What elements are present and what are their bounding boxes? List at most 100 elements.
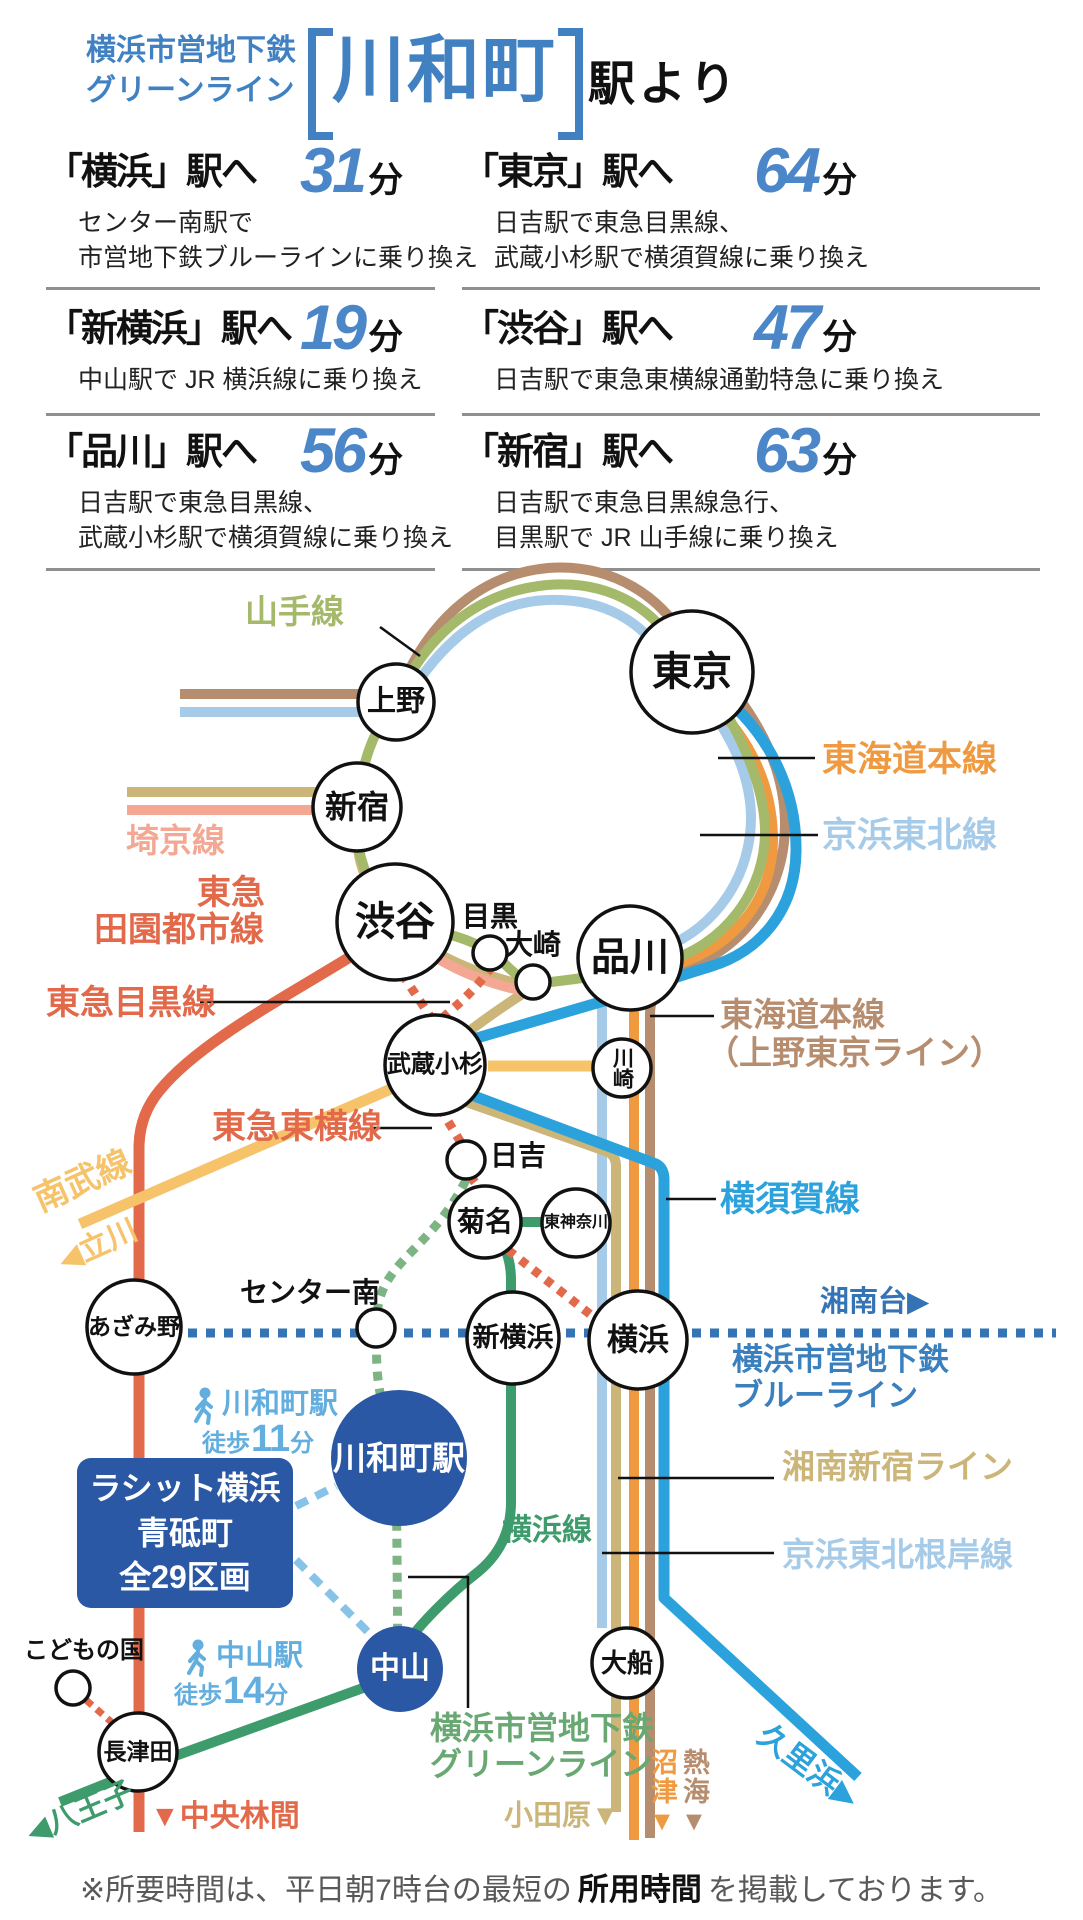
station-circle-ueno (356, 662, 436, 742)
walk-connector-nakayama (293, 1557, 375, 1639)
station-label-shinjuku: 新宿 (324, 789, 390, 825)
line-label-tokyu-meguro: 東急目黒線 (46, 984, 216, 1022)
walk-prefix: 徒歩 (174, 1682, 222, 1709)
walk-label-nakayama-station: 中山駅 (216, 1640, 304, 1672)
dest-title: 「品川」駅へ (46, 431, 258, 472)
station-circle-musashikosugi (383, 1013, 487, 1117)
dest-title: 「新宿」駅へ (462, 431, 674, 472)
station-label-tokyo: 東京 (652, 650, 732, 694)
dest-title: 「東京」駅へ (462, 151, 674, 192)
minutes-unit: 分 (368, 441, 404, 480)
travel-minutes: 31 分 (300, 140, 403, 203)
station-label-meguro: 目黒 (462, 901, 519, 932)
station-circle-kawasaki (591, 1037, 653, 1099)
station-label-kikuna: 菊名 (456, 1206, 514, 1237)
walk-minutes: 14 (223, 1670, 264, 1712)
header-line-name-1: 横浜市営地下鉄 (86, 34, 296, 67)
divider (462, 413, 1040, 416)
line-label-yokohama-line: 横浜線 (502, 1514, 592, 1547)
station-label-shinyokohama: 新横浜 (472, 1322, 554, 1353)
line-label-keihin-tohoku: 京浜東北線 (822, 816, 998, 855)
station-label-kawawacho: 川和町駅 (333, 1439, 465, 1477)
dest-title: 「新横浜」駅へ (46, 308, 293, 349)
transfer-note: 中山駅で JR 横浜線に乗り換え (78, 366, 423, 394)
station-circle-kodomonokuni (54, 1669, 92, 1707)
transfer-note: 日吉駅で東急東横線通勤特急に乗り換え (494, 366, 945, 394)
station-label-osaki: 大崎 (505, 929, 562, 960)
footer-note: ※所要時間は、平日朝7時台の最短の 所用時間 を掲載しております。 (80, 1864, 1003, 1909)
transfer-note: 武蔵小杉駅で横須賀線に乗り換え (494, 244, 870, 272)
minutes-unit: 分 (368, 318, 404, 357)
station-circle-meguro (471, 934, 509, 972)
footer-suffix: を掲載しております。 (707, 1874, 1004, 1907)
station-label-azamino: あざみ野 (88, 1313, 180, 1340)
minutes-value: 31 (300, 136, 367, 206)
station-circle-nagatsuta (97, 1711, 179, 1793)
walking-person-icon (194, 1387, 213, 1425)
minutes-unit: 分 (822, 318, 858, 357)
walk-minutes: 11 (251, 1418, 290, 1460)
station-circle-tokyo (629, 609, 755, 735)
toyoko-line-dotted (398, 971, 603, 1326)
minutes-unit: 分 (822, 441, 858, 480)
minutes-value: 56 (300, 416, 367, 486)
travel-minutes: 63 分 (754, 420, 857, 483)
station-label-shinagawa: 品川 (590, 936, 670, 980)
line-label-denentoshi-2: 田園都市線 (94, 911, 264, 949)
walk-label-kawawacho-time: 徒歩 11 分 (202, 1418, 314, 1461)
minutes-value: 19 (300, 293, 367, 363)
label-pointers (200, 625, 818, 1708)
station-label-ueno: 上野 (366, 685, 426, 718)
dir-label-chuorinkan: ▼中央林間 (150, 1800, 300, 1833)
line-label-ueno-tokyo-1: 東海道本線 (720, 996, 885, 1033)
station-circle-kikuna (447, 1184, 523, 1260)
divider (46, 413, 435, 416)
bracket-right-icon (558, 28, 583, 140)
walk-connector-kawawacho (294, 1482, 338, 1510)
transfer-note: センター南駅で (78, 209, 254, 237)
line-label-shonan-shinjuku: 湘南新宿ライン (782, 1448, 1013, 1485)
station-label-yokohama: 横浜 (607, 1322, 669, 1358)
dir-label-shonandai: 湘南台▶ (820, 1286, 930, 1318)
minutes-unit: 分 (368, 161, 404, 200)
station-circle-shinyokohama (465, 1290, 561, 1386)
station-circle-osaki (514, 963, 552, 1001)
transfer-note: 日吉駅で東急目黒線、 (494, 209, 745, 237)
walk-label-nakayama-time: 徒歩 14 分 (174, 1670, 288, 1713)
walk-unit: 分 (264, 1682, 289, 1709)
station-circle-shinagawa (576, 904, 684, 1012)
line-label-toyoko: 東急東横線 (212, 1108, 382, 1146)
divider (462, 568, 1040, 571)
dir-label-odawara: 小田原▼ (504, 1800, 620, 1832)
bracket-left-icon (308, 28, 333, 140)
travel-minutes: 47 分 (754, 297, 857, 360)
header-station-name: 川和町 (332, 30, 557, 111)
station-circle-kawawacho (331, 1390, 467, 1526)
minutes-unit: 分 (822, 161, 858, 200)
line-label-blue-line-1: 横浜市営地下鉄 (732, 1342, 949, 1377)
divider (46, 568, 435, 571)
line-label-yamanote: 山手線 (245, 593, 344, 630)
station-label-shibuya: 渋谷 (355, 900, 435, 944)
station-circle-ofuna (590, 1626, 664, 1700)
minutes-value: 63 (754, 416, 821, 486)
property-box: ラシット横浜 青砥町 全29区画 (77, 1458, 293, 1608)
property-box-line3: 全29区画 (119, 1559, 251, 1596)
nambu-line (77, 1060, 596, 1230)
station-circle-azamino (85, 1278, 183, 1376)
station-circle-higashikanagawa (540, 1187, 612, 1259)
travel-minutes: 56 分 (300, 420, 403, 483)
dir-label-atami: 熱海▼ (679, 1748, 709, 1838)
denentoshi-line (133, 923, 400, 1832)
header-suffix: 駅より (588, 57, 741, 110)
line-label-tokaido: 東海道本線 (822, 740, 998, 779)
line-label-blue-line-2: ブルーライン (732, 1378, 918, 1413)
dest-title: 「渋谷」駅へ (462, 308, 674, 349)
walk-unit: 分 (290, 1430, 315, 1457)
minutes-value: 64 (754, 136, 821, 206)
station-circle-center-minami (355, 1307, 397, 1349)
station-label-kawasaki: 川崎 (610, 1047, 634, 1089)
station-label-nakayama: 中山 (370, 1652, 430, 1685)
station-circle-yokohama (587, 1289, 689, 1391)
station-label-hiyoshi: 日吉 (490, 1140, 547, 1171)
